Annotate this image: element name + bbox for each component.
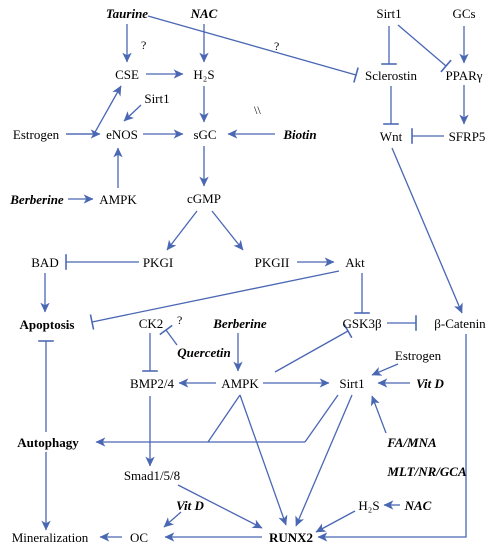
- node-vitd-low: Vit D: [176, 498, 204, 513]
- node-pkgi: PKGI: [143, 255, 173, 270]
- edge-sirt1-enos: [123, 104, 142, 122]
- node-ampk-top: AMPK: [99, 192, 137, 207]
- node-cse: CSE: [115, 67, 139, 82]
- node-h2s-top: H₂S: [193, 67, 214, 82]
- node-bmp: BMP2/4: [130, 376, 175, 391]
- edge-sirt1-ppar: [397, 24, 452, 73]
- question-mark-quercetin-ck2: ?: [177, 313, 182, 327]
- edge-smad-runx2: [177, 484, 263, 529]
- nodes: Taurine NAC CSE H₂S Sirt1 GCs Sclerostin…: [9, 6, 486, 545]
- edge-cgmp-pkgii: [211, 210, 244, 251]
- edge-sirt1-runx2: [295, 394, 353, 527]
- node-enos: eNOS: [106, 127, 138, 142]
- node-runx2: RUNX2: [269, 530, 313, 545]
- node-sirt1-mid: Sirt1: [144, 91, 169, 106]
- node-cgmp: cGMP: [187, 191, 221, 206]
- edge-quercetin-ck2: [159, 324, 178, 346]
- edge-wnt-bcatenin: [391, 147, 463, 314]
- question-mark-taurine-cse: ?: [141, 38, 146, 52]
- node-h2s-low: H₂S: [358, 498, 379, 513]
- double-slash-mark: \\: [254, 103, 261, 117]
- node-wnt: Wnt: [380, 129, 403, 144]
- node-ppar: PPARγ: [445, 68, 482, 83]
- edge-akt-apoptosis: [89, 270, 340, 330]
- edge-fa-sirt1: [370, 395, 387, 434]
- node-nac-top: NAC: [190, 6, 218, 21]
- node-sirt1-low: Sirt1: [339, 376, 364, 391]
- edges: [38, 15, 469, 542]
- node-berberine-mid: Berberine: [212, 316, 267, 331]
- node-smad: Smad1/5/8: [124, 468, 180, 483]
- edge-ampk-runx2: [239, 394, 288, 526]
- node-bcatenin: β-Catenin: [434, 316, 486, 331]
- node-estrogen-left: Estrogen: [13, 127, 60, 142]
- node-quercetin: Quercetin: [177, 345, 230, 360]
- question-mark-taurine-sclerostin: ?: [274, 39, 279, 53]
- node-oc: OC: [130, 530, 148, 545]
- edge-taurine-sclerostin: [147, 15, 359, 83]
- node-mineralization: Mineralization: [12, 530, 89, 545]
- node-akt: Akt: [345, 255, 365, 270]
- node-apoptosis: Apoptosis: [20, 317, 75, 332]
- node-sgc: sGC: [193, 127, 216, 142]
- node-ampk-mid: AMPK: [221, 376, 259, 391]
- node-autophagy: Autophagy: [17, 435, 79, 450]
- edge-estrogen-sirt1: [371, 363, 399, 376]
- node-ck2: CK2: [139, 316, 164, 331]
- node-pkgii: PKGII: [255, 255, 290, 270]
- edge-sirt1-gsk3b: [274, 323, 353, 373]
- node-estrogen-right: Estrogen: [395, 348, 442, 363]
- edge-h2s-runx2: [315, 510, 356, 533]
- node-gcs: GCs: [452, 6, 475, 21]
- edge-sirt1-autophagy: [304, 394, 339, 443]
- node-sclerostin: Sclerostin: [365, 68, 417, 83]
- node-fa-mna: FA/MNA: [386, 435, 437, 450]
- edge-cgmp-pkgi: [166, 210, 198, 251]
- edge-bcatenin-runx2: [317, 334, 467, 542]
- edge-ampk-autophagy: [207, 394, 241, 443]
- marks: ? ? ? \\: [141, 38, 279, 327]
- node-biotin: Biotin: [282, 127, 316, 142]
- node-taurine: Taurine: [106, 6, 148, 21]
- node-vitd-right: Vit D: [416, 376, 444, 391]
- node-sfrp5: SFRP5: [449, 129, 486, 144]
- node-mlt: MLT/NR/GCA: [386, 464, 467, 479]
- node-gsk3b: GSK3β: [342, 316, 382, 331]
- node-berberine-top: Berberine: [9, 192, 64, 207]
- node-bad: BAD: [31, 255, 58, 270]
- node-sirt1-top: Sirt1: [376, 6, 401, 21]
- edge-vitd-oc: [163, 511, 182, 528]
- node-nac-low: NAC: [404, 498, 432, 513]
